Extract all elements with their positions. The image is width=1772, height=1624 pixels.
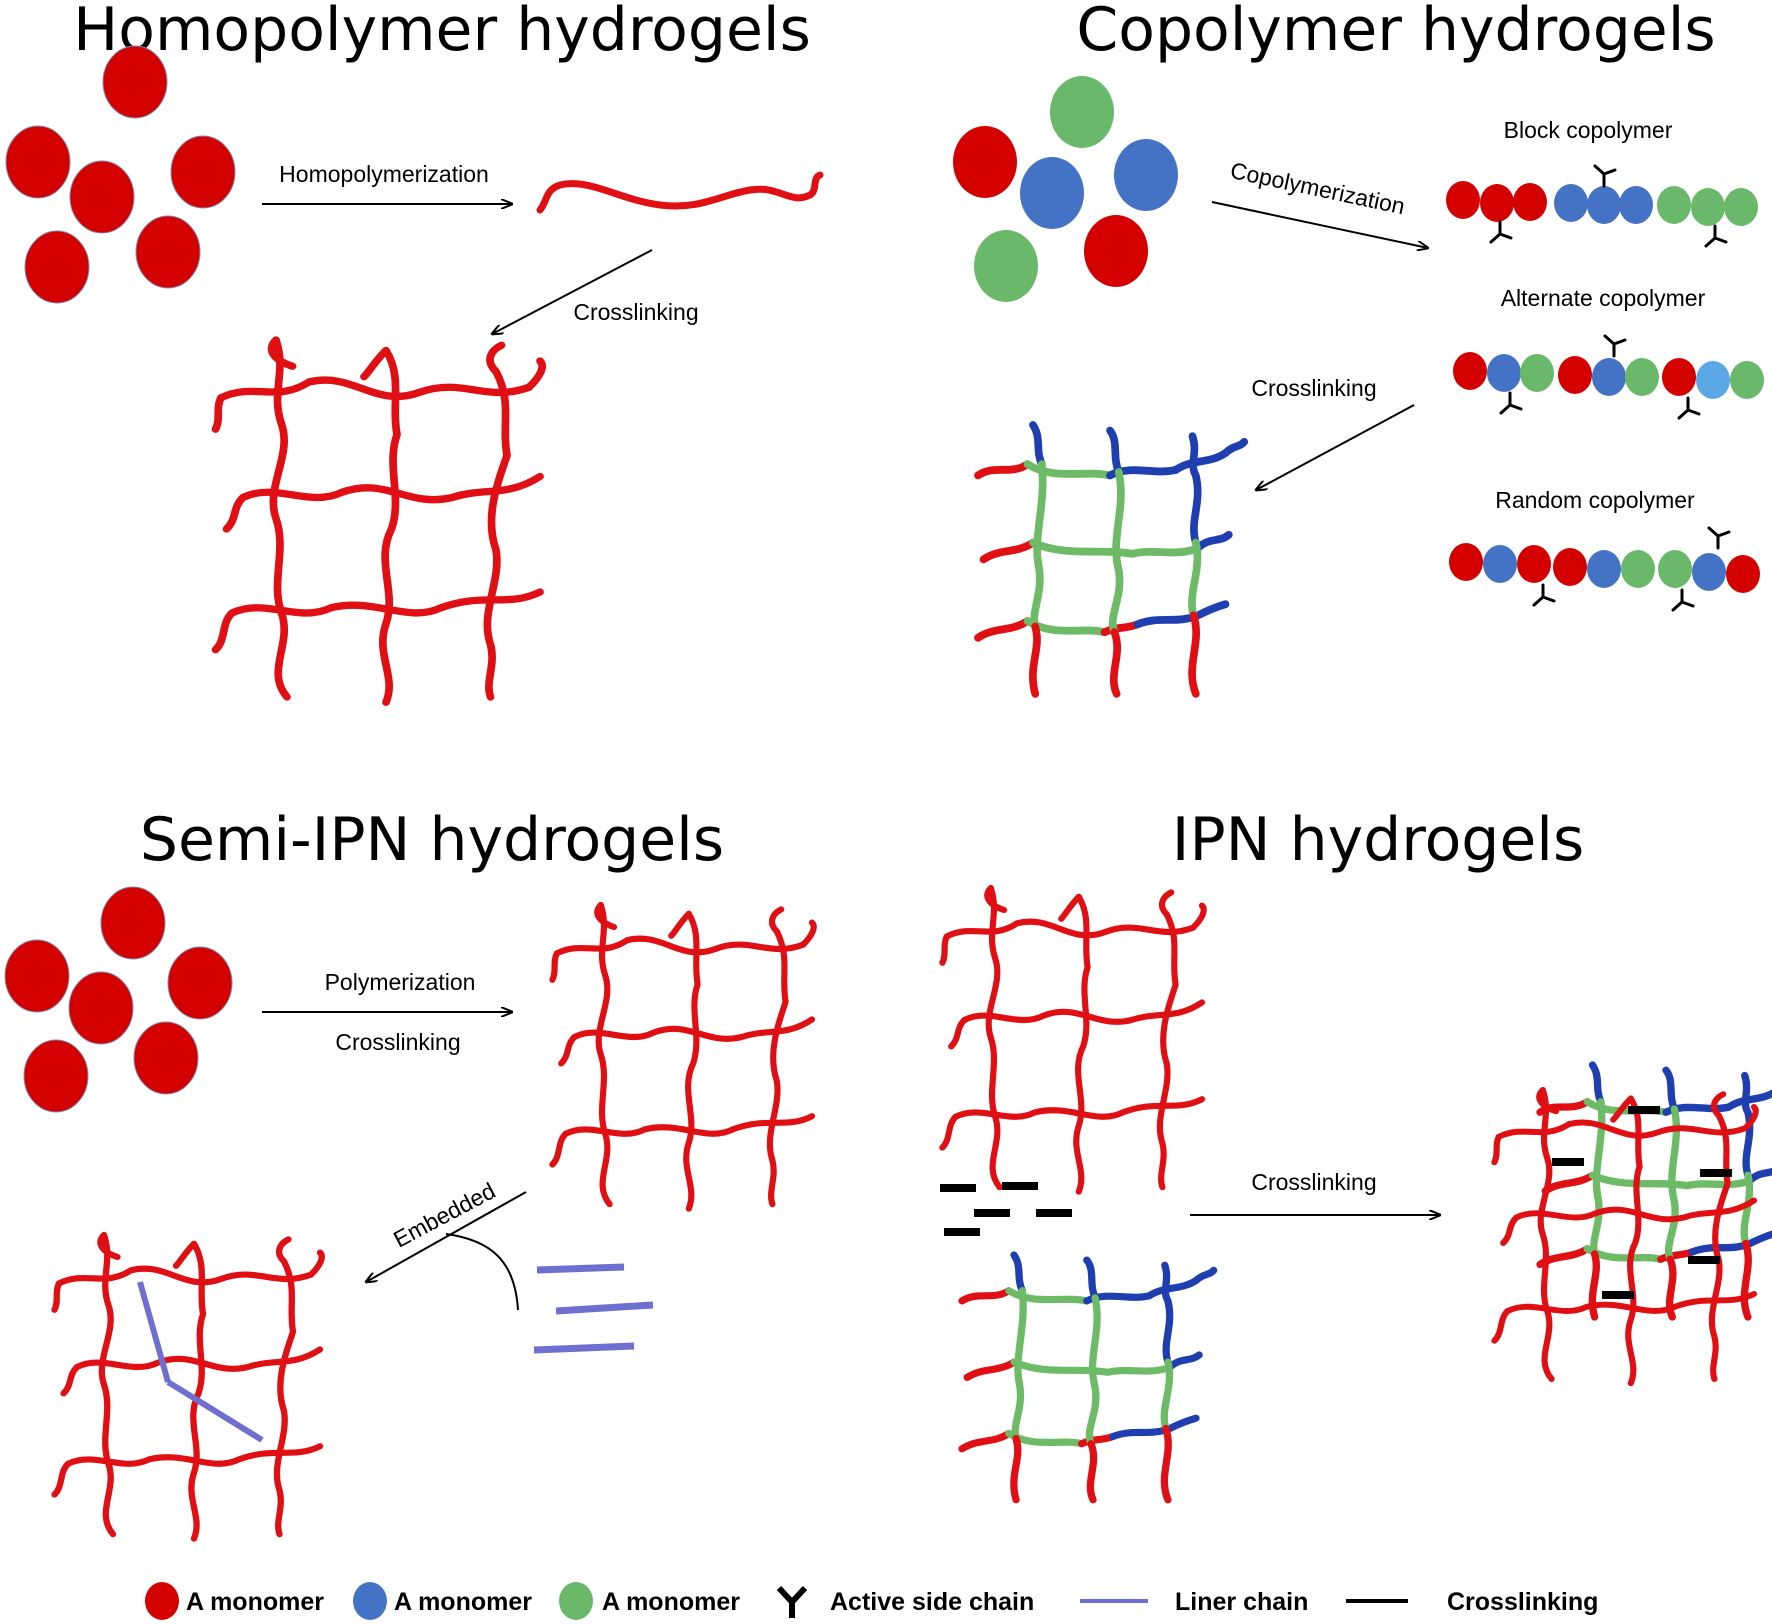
semi-ipn-crosslinking-label: Crosslinking <box>335 1029 460 1055</box>
ipn-result-network <box>1494 1065 1772 1383</box>
red-monomer-icon <box>145 1582 179 1620</box>
alternate-copolymer-label: Alternate copolymer <box>1501 285 1706 311</box>
semi-ipn-polymerization-label: Polymerization <box>325 969 476 995</box>
semi-ipn-monomer-cluster <box>4 886 233 1113</box>
homopolymer-network <box>216 340 543 702</box>
legend-label-crosslinking: Crosslinking <box>1447 1588 1598 1616</box>
random-copolymer-label: Random copolymer <box>1495 487 1695 513</box>
embedded-arrow <box>366 1191 527 1282</box>
ipn-title: IPN hydrogels <box>1172 805 1584 875</box>
ipn-crosslinker-bars <box>940 1182 1072 1236</box>
homopolymer-crosslinking-label: Crosslinking <box>573 299 698 325</box>
embedded-bracket <box>445 1233 519 1311</box>
homopolymer-monomer-cluster <box>5 45 236 304</box>
block-copolymer-chain <box>1446 164 1758 248</box>
copolymer-crosslinking-label: Crosslinking <box>1251 375 1376 401</box>
homopolymer-crosslinking-arrow <box>492 249 653 334</box>
copolymer-monomer-cluster <box>953 76 1178 302</box>
ipn-red-network <box>942 888 1203 1192</box>
legend: A monomer A monomer A monomer Active sid… <box>145 1582 1598 1620</box>
legend-label-green-monomer: A monomer <box>602 1588 740 1616</box>
legend-label-blue-monomer: A monomer <box>394 1588 532 1616</box>
embedded-label: Embedded <box>389 1177 499 1252</box>
homopolymerization-label: Homopolymerization <box>279 161 489 187</box>
block-copolymer-label: Block copolymer <box>1504 117 1673 143</box>
copolymer-title: Copolymer hydrogels <box>1076 0 1715 65</box>
blue-monomer-icon <box>353 1582 387 1620</box>
liner-chains <box>533 1263 654 1354</box>
copolymerization-arrow <box>1211 201 1428 248</box>
side-chain-icon <box>776 1585 808 1618</box>
legend-label-liner-chain: Liner chain <box>1175 1588 1308 1616</box>
alternate-copolymer-chain <box>1453 334 1764 420</box>
semi-ipn-red-network <box>552 905 813 1209</box>
homopolymer-title: Homopolymer hydrogels <box>73 0 811 65</box>
ipn-crosslinking-label: Crosslinking <box>1251 1169 1376 1195</box>
legend-label-red-monomer: A monomer <box>186 1588 324 1616</box>
copolymer-crosslinking-arrow <box>1256 404 1415 490</box>
ipn-colored-network <box>962 1255 1214 1500</box>
semi-ipn-title: Semi-IPN hydrogels <box>140 805 724 875</box>
copolymer-network <box>978 425 1244 694</box>
random-copolymer-chain <box>1449 526 1760 612</box>
green-monomer-icon <box>559 1582 593 1620</box>
semi-ipn-embedded-liner-chain <box>137 1281 264 1443</box>
homopolymer-chain <box>536 171 824 214</box>
legend-label-side-chain: Active side chain <box>830 1588 1034 1616</box>
semi-ipn-network <box>55 1235 322 1539</box>
copolymerization-label: Copolymerization <box>1228 157 1407 219</box>
